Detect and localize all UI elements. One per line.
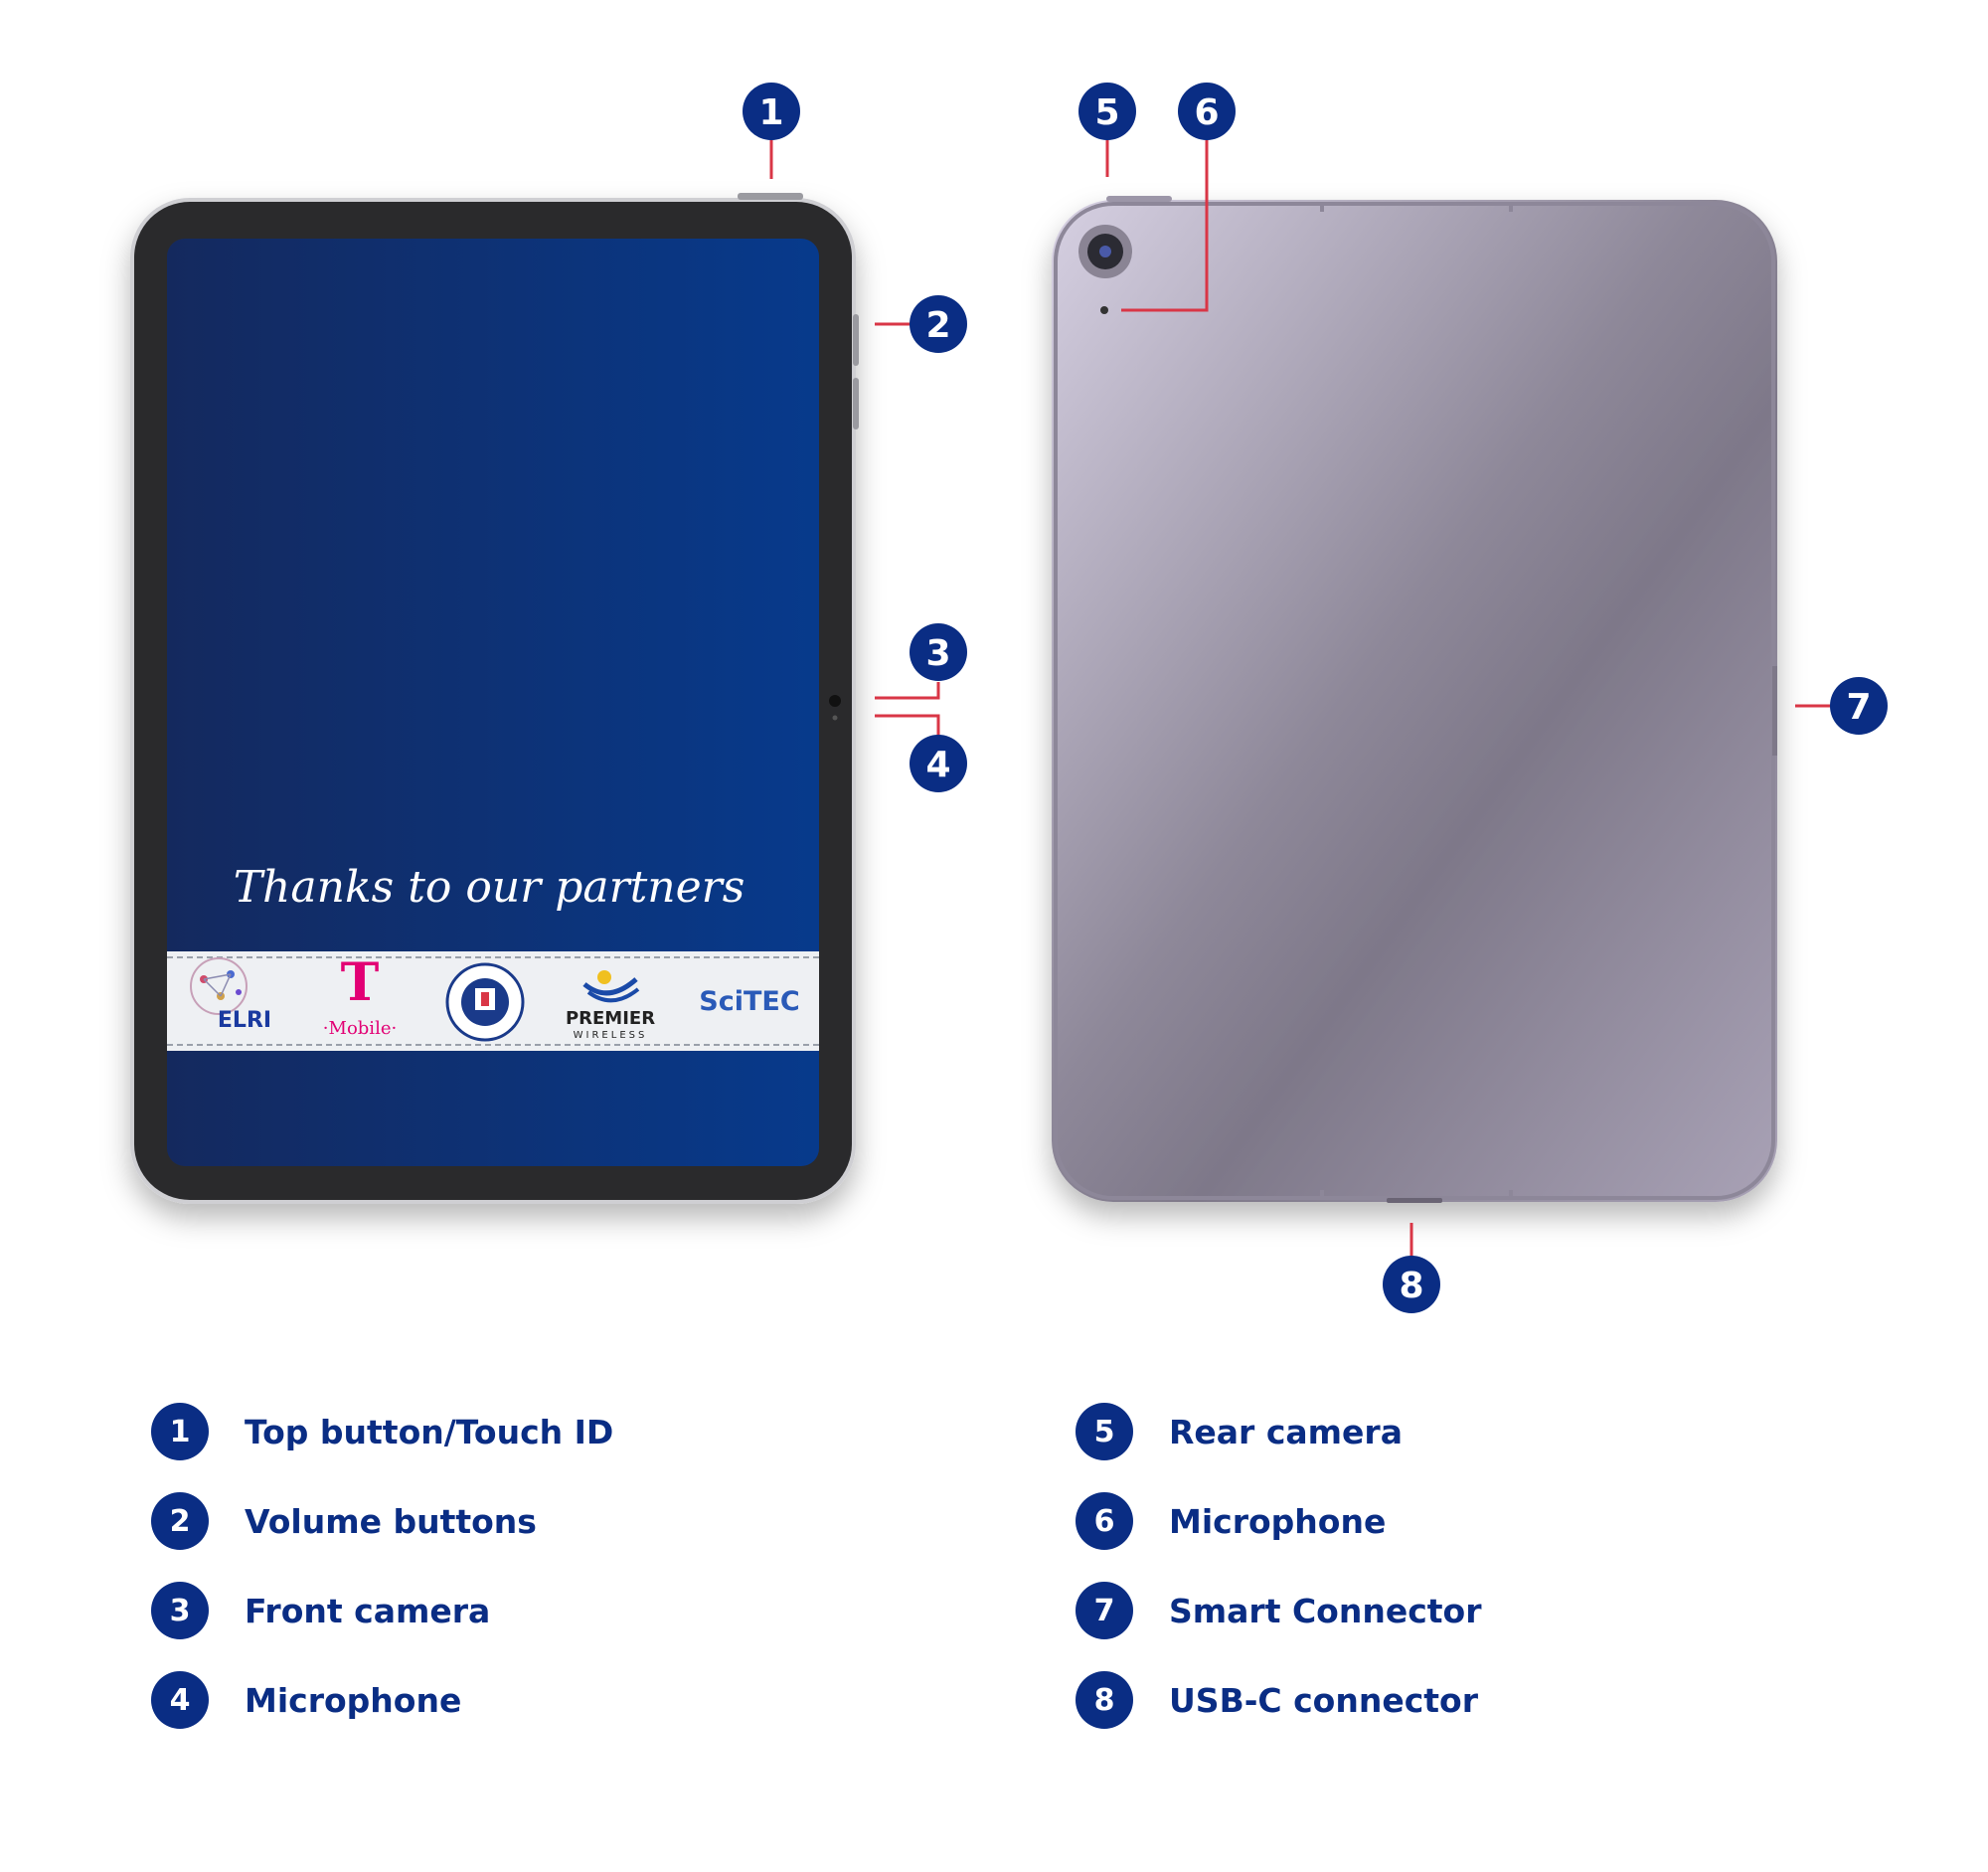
- legend-item-6: 6 Microphone: [1076, 1489, 1386, 1553]
- callout-number: 2: [925, 305, 950, 346]
- partner-premier-name: PREMIER: [566, 1008, 655, 1029]
- leader-line-4: [875, 714, 940, 738]
- callout-badge-1: 1: [743, 83, 800, 140]
- callout-badge-7: 7: [1830, 677, 1888, 735]
- partner-premier-logo: PREMIER WIRELESS: [566, 970, 655, 1041]
- leader-line-3: [875, 682, 940, 700]
- partner-scitec-logo: SciTEC: [699, 986, 799, 1017]
- legend-item-2: 2 Volume buttons: [151, 1489, 537, 1553]
- legend-label: Front camera: [245, 1591, 491, 1630]
- partner-elri-logo: ELRI: [190, 957, 271, 1033]
- partner-tmobile-logo: T ·Mobile·: [323, 952, 397, 1039]
- partner-college-logo: [445, 962, 525, 1042]
- legend-badge: 8: [1076, 1671, 1133, 1729]
- legend-badge: 6: [1076, 1492, 1133, 1550]
- usb-c-port: [1387, 1198, 1442, 1203]
- callout-number: 7: [1846, 687, 1871, 728]
- partner-tmobile-sub: ·Mobile·: [323, 1018, 397, 1039]
- top-button: [738, 193, 803, 200]
- leader-line-6: [1121, 139, 1209, 312]
- partner-elri-name: ELRI: [218, 1008, 271, 1033]
- callout-number: 1: [758, 92, 783, 133]
- legend-item-5: 5 Rear camera: [1076, 1400, 1403, 1463]
- partner-tmobile-t: T: [341, 952, 380, 1013]
- premier-wave-icon: [582, 970, 640, 1003]
- rear-microphone-hole: [1100, 306, 1108, 314]
- legend-label: Volume buttons: [245, 1501, 537, 1541]
- legend-badge: 1: [151, 1403, 209, 1460]
- legend-badge: 4: [151, 1671, 209, 1729]
- screen-thanks-text: Thanks to our partners: [234, 862, 746, 913]
- callout-badge-5: 5: [1078, 83, 1136, 140]
- callout-badge-2: 2: [910, 295, 967, 353]
- callout-badge-6: 6: [1178, 83, 1236, 140]
- legend-item-4: 4 Microphone: [151, 1668, 461, 1732]
- legend-item-8: 8 USB-C connector: [1076, 1668, 1478, 1732]
- legend-label: Rear camera: [1169, 1412, 1403, 1451]
- partner-premier-sub: WIRELESS: [574, 1030, 648, 1041]
- front-camera-lens: [829, 695, 841, 707]
- legend-item-1: 1 Top button/Touch ID: [151, 1400, 613, 1463]
- front-microphone-hole: [832, 715, 838, 721]
- legend-label: Top button/Touch ID: [245, 1412, 614, 1451]
- callout-number: 5: [1094, 92, 1119, 133]
- leader-lines: [769, 139, 1831, 1257]
- legend-label: Microphone: [1169, 1501, 1387, 1541]
- callout-number: 6: [1194, 92, 1219, 133]
- front-screen: [167, 239, 819, 1166]
- legend-label: USB-C connector: [1169, 1680, 1479, 1720]
- ipad-front: Thanks to our partners ELRI T ·Mobile·: [130, 193, 859, 1204]
- volume-button-up: [853, 314, 859, 366]
- brain-network-icon: [190, 957, 248, 1015]
- legend-badge: 3: [151, 1582, 209, 1639]
- legend-badge: 5: [1076, 1403, 1133, 1460]
- legend-item-7: 7 Smart Connector: [1076, 1579, 1482, 1642]
- callout-badge-8: 8: [1383, 1256, 1440, 1313]
- back-top-button: [1106, 196, 1172, 202]
- callout-number: 3: [925, 633, 950, 674]
- partner-scitec-name: SciTEC: [699, 986, 799, 1017]
- legend-label: Smart Connector: [1169, 1591, 1482, 1630]
- legend-badge: 2: [151, 1492, 209, 1550]
- legend-item-3: 3 Front camera: [151, 1579, 490, 1642]
- legend-label: Microphone: [245, 1680, 462, 1720]
- callout-badge-4: 4: [910, 735, 967, 792]
- callout-number: 4: [925, 745, 950, 785]
- callout-badge-3: 3: [910, 623, 967, 681]
- volume-button-down: [853, 378, 859, 429]
- legend-badge: 7: [1076, 1582, 1133, 1639]
- back-shell: [1052, 200, 1777, 1202]
- ipad-back: [1052, 196, 1777, 1203]
- smart-connector-contacts: [1772, 666, 1777, 756]
- callout-number: 8: [1399, 1266, 1423, 1306]
